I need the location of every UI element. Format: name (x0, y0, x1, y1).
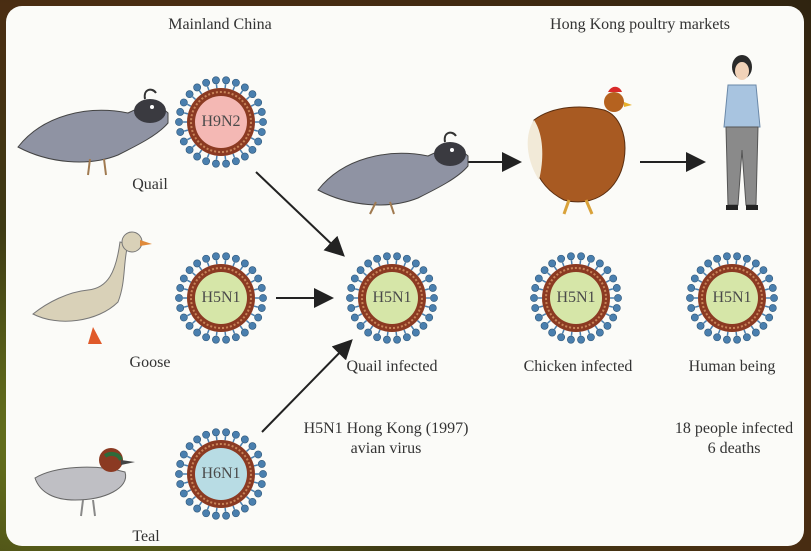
goose-illustration (33, 232, 152, 344)
human-illustration (724, 55, 760, 210)
label-goose: Goose (130, 354, 171, 372)
label-teal: Teal (132, 528, 159, 546)
chicken-illustration (528, 87, 632, 214)
header-mainland-china: Mainland China (168, 16, 272, 34)
note-virus-line1: H5N1 Hong Kong (1997) (304, 420, 469, 438)
quail-illustration (18, 90, 168, 175)
note-virus-line2: avian virus (351, 440, 422, 458)
quail-infected-illustration (318, 133, 468, 214)
virus-label-h6n1: H6N1 (201, 465, 240, 483)
virus-label-h5n1-goose: H5N1 (201, 289, 240, 307)
virus-label-h5n1-human: H5N1 (712, 289, 751, 307)
virus-label-h9n2: H9N2 (201, 113, 240, 131)
note-cases-line2: 6 deaths (708, 440, 761, 458)
label-human-being: Human being (689, 358, 776, 376)
virus-label-h5n1-quail: H5N1 (372, 289, 411, 307)
label-chicken-infected: Chicken infected (524, 358, 633, 376)
header-hong-kong-markets: Hong Kong poultry markets (550, 16, 730, 34)
label-quail-infected: Quail infected (346, 358, 437, 376)
virus-label-h5n1-chicken: H5N1 (556, 289, 595, 307)
note-cases-line1: 18 people infected (675, 420, 793, 438)
teal-illustration (35, 448, 135, 516)
arrow-h6n1-to-quail (262, 342, 350, 432)
label-quail: Quail (132, 176, 168, 194)
